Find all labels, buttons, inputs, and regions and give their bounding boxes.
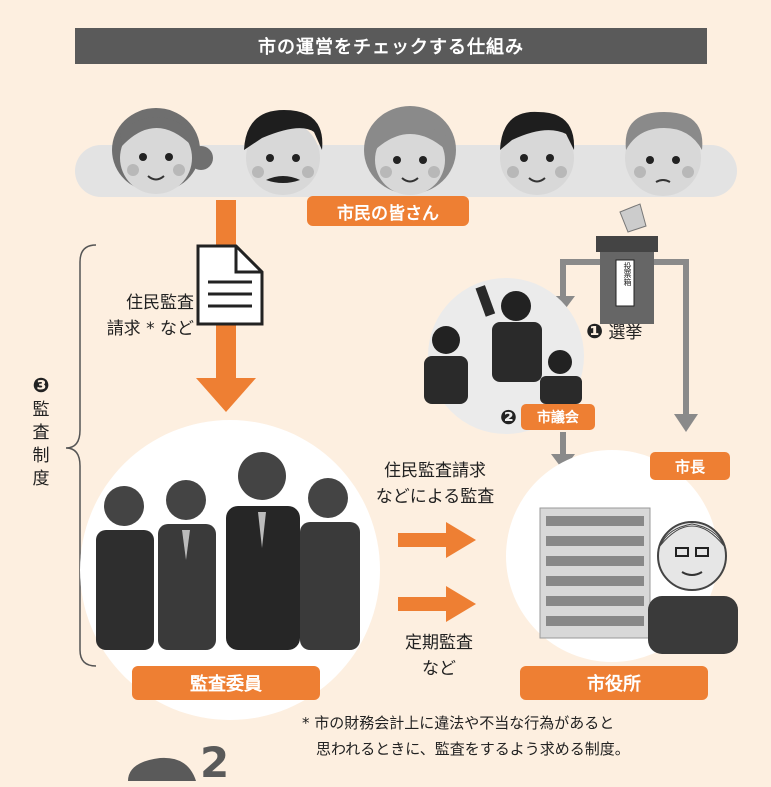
audit-system-number: ❸ xyxy=(32,373,50,397)
election-number: ❶ xyxy=(586,319,603,343)
ballot-box-text: 投票箱 xyxy=(623,262,632,286)
audit-system-label: ❸ 監 査 制 度 xyxy=(26,372,56,491)
assembly-number: ❷ xyxy=(500,405,517,429)
citizen-face-2-icon xyxy=(244,110,323,195)
resident-audit-request-label: 住民監査 請求 * など xyxy=(106,293,194,340)
auditors-icon xyxy=(80,420,380,720)
citizen-face-4-icon xyxy=(500,111,575,195)
mayor-label: 市長 xyxy=(650,452,730,480)
footnote: * 市の財務会計上に違法や不当な行為があると 思われるときに、監査をするよう求め… xyxy=(302,714,630,759)
ballot-box-icon xyxy=(596,203,658,324)
citizens-label: 市民の皆さん xyxy=(307,196,469,226)
assembly-label: ❷ 市議会 xyxy=(500,404,595,430)
city-hall-icon xyxy=(506,450,718,662)
mayor-icon xyxy=(648,521,738,654)
assembly-members-icon xyxy=(424,278,584,434)
citizen-face-5-icon xyxy=(625,112,703,196)
auditors-label: 監査委員 xyxy=(132,666,320,700)
document-icon xyxy=(196,244,264,326)
election-label: ❶ 選挙 xyxy=(586,319,643,343)
partial-question-glyph: 2 xyxy=(200,738,230,787)
audit-by-request-label: 住民監査請求 などによる監査 xyxy=(375,461,495,508)
page-title: 市の運営をチェックする仕組み xyxy=(75,28,707,64)
citizen-face-1-icon xyxy=(112,108,213,194)
regular-audit-label: 定期監査 など xyxy=(405,633,473,680)
city-hall-label: 市役所 xyxy=(520,666,708,700)
citizen-face-3-icon xyxy=(364,106,456,195)
